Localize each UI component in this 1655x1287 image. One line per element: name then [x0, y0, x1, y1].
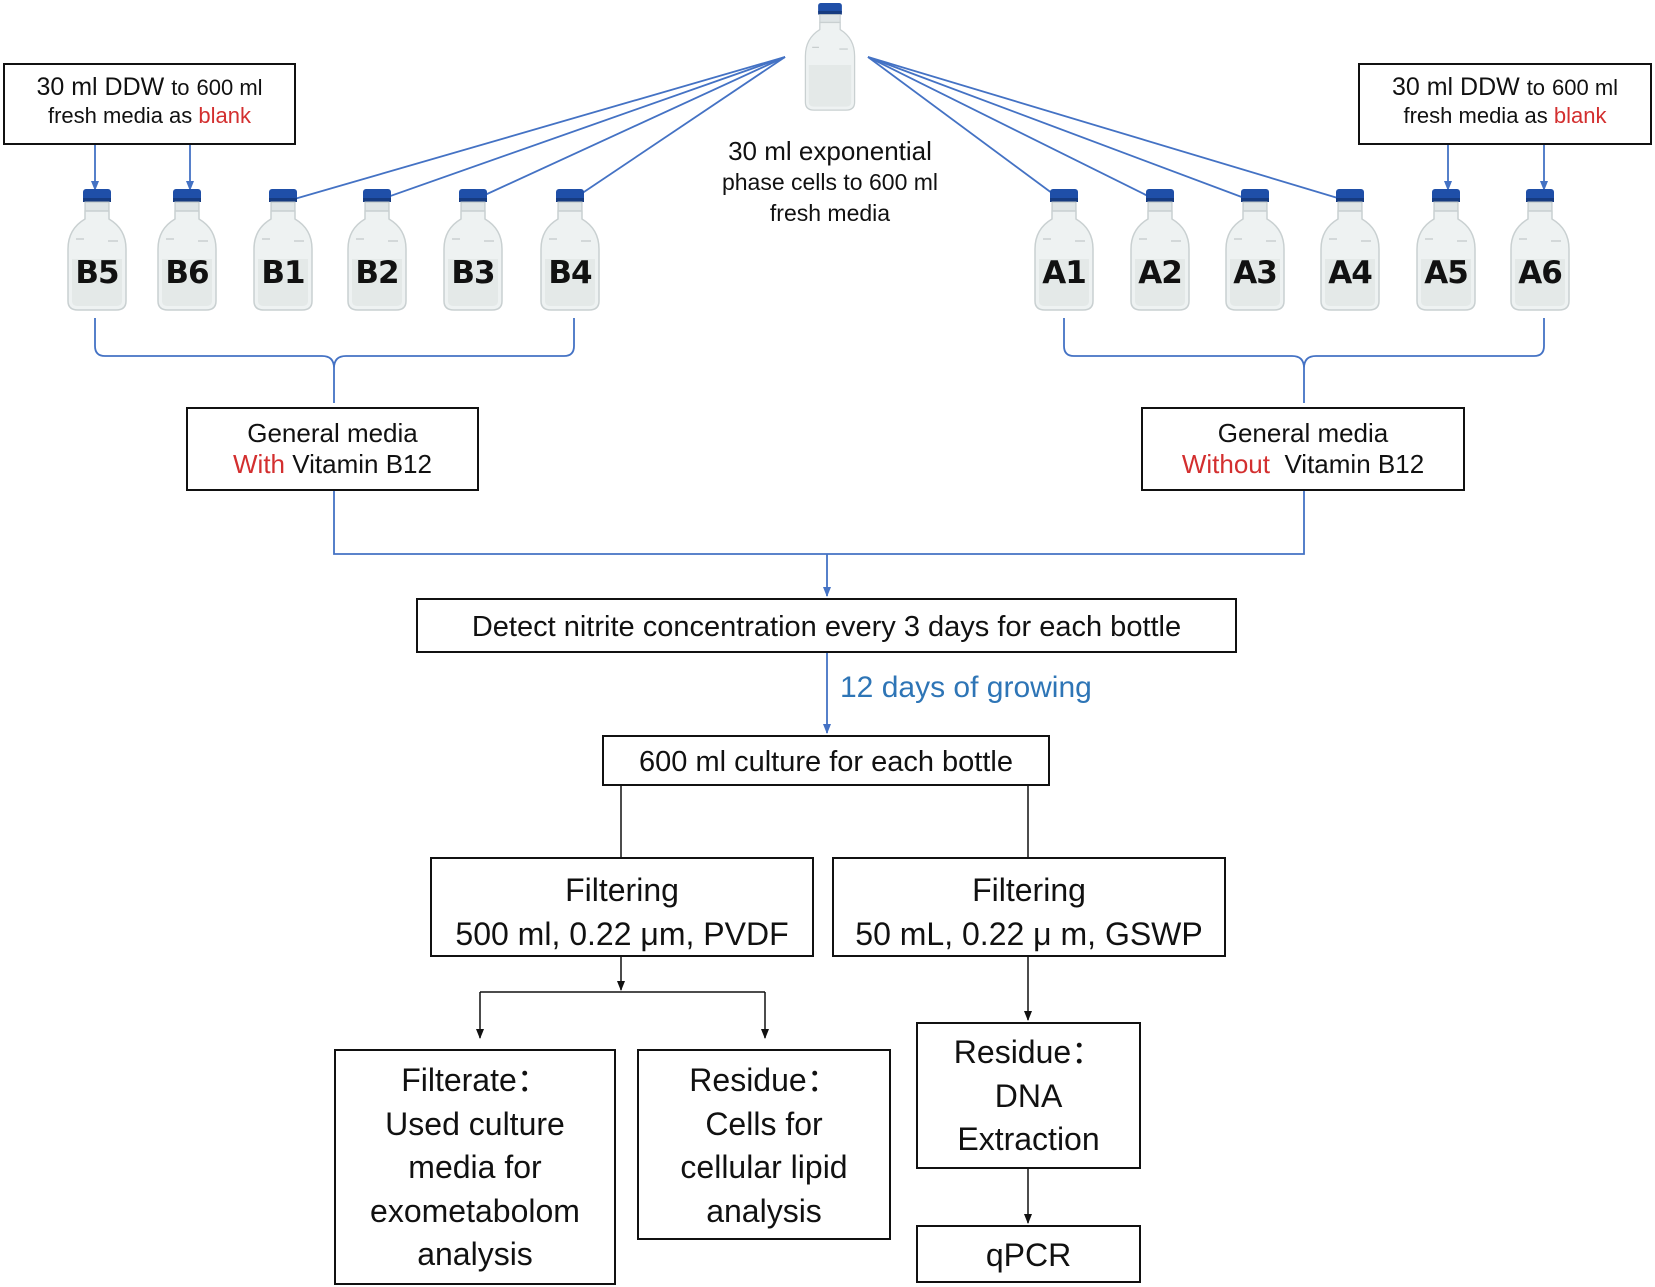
bottle-b3-label: B3: [451, 255, 495, 291]
media-without-box: General media Without Vitamin B12: [1141, 407, 1465, 491]
bottle-b2: B2: [344, 189, 410, 311]
media-with-box: General media With Vitamin B12: [186, 407, 479, 491]
bottle-b4-label: B4: [548, 255, 592, 291]
blank-left-volume: 600 ml: [196, 75, 263, 100]
blank-right-ddw: 30 ml DDW: [1391, 73, 1520, 101]
bottle-a6-label: A6: [1518, 255, 1563, 291]
blank-left-ddw: 30 ml DDW: [36, 73, 165, 101]
media-with-rest: Vitamin B12: [292, 448, 432, 479]
bottle-b6-label: B6: [165, 255, 209, 291]
bottle-a5: A5: [1413, 189, 1479, 311]
source-label-line3: fresh media: [769, 200, 891, 226]
growing-label: 12 days of growing: [840, 671, 1092, 704]
blank-right-media: fresh media as: [1403, 102, 1548, 128]
residue-lipid-line3: cellular lipid: [680, 1149, 848, 1186]
source-arrow-b1: [283, 56, 786, 204]
source-bottle: [802, 3, 858, 111]
detect-text: Detect nitrite concentration every 3 day…: [471, 611, 1182, 643]
blank-box-left: 30 ml DDW to 600 ml fresh media as blank: [3, 63, 296, 145]
culture-box: 600 ml culture for each bottle: [602, 735, 1050, 786]
blank-left-blank: blank: [198, 102, 251, 128]
residue-lipid-line4: analysis: [706, 1192, 822, 1229]
source-arrow-b2: [378, 56, 786, 201]
bottle-a3-label: A3: [1233, 255, 1278, 291]
bottle-a6: A6: [1507, 189, 1573, 311]
bottle-a1: A1: [1031, 189, 1097, 311]
qpcr-box: qPCR: [916, 1225, 1141, 1283]
bottle-a2: A2: [1127, 189, 1193, 311]
bottle-a4: A4: [1317, 189, 1383, 311]
source-arrow-a1: [867, 56, 1065, 203]
filter-pvdf-box: Filtering 500 ml, 0.22 μm, PVDF: [430, 857, 814, 957]
merge-connector: [333, 491, 1305, 555]
qpcr-text: qPCR: [985, 1237, 1072, 1273]
bottle-b4: B4: [537, 189, 603, 311]
brace-a-group: [1063, 318, 1545, 403]
filtrate-line4: exometabolom: [370, 1192, 580, 1229]
residue-dna-box: Residue： DNA Extraction: [916, 1022, 1141, 1169]
culture-text: 600 ml culture for each bottle: [639, 746, 1013, 778]
media-without-line1: General media: [1217, 418, 1389, 448]
source-label-line1: 30 ml exponential: [728, 136, 932, 166]
bottle-a2-label: A2: [1138, 255, 1183, 291]
filtrate-box: Filterate： Used culture media for exomet…: [334, 1049, 616, 1285]
filtrate-line5: analysis: [417, 1236, 533, 1273]
blank-left-media: fresh media as: [47, 102, 193, 128]
filter-pvdf-line2: 500 ml, 0.22 μm, PVDF: [455, 916, 789, 953]
source-arrow-b4: [571, 56, 786, 201]
bottle-a4-label: A4: [1328, 255, 1373, 291]
residue-lipid-line2: Cells for: [705, 1105, 823, 1142]
source-label-line2: phase cells to 600 ml: [721, 169, 939, 195]
residue-dna-line2: DNA: [994, 1077, 1063, 1114]
source-label: 30 ml exponential phase cells to 600 ml …: [690, 136, 970, 229]
filter-pvdf-line1: Filtering: [565, 872, 679, 908]
bottle-b2-label: B2: [355, 255, 399, 291]
detect-box: Detect nitrite concentration every 3 day…: [416, 598, 1237, 653]
source-arrow-a4: [867, 56, 1352, 204]
filtrate-line1: Filterate：: [401, 1062, 549, 1098]
residue-dna-line3: Extraction: [957, 1121, 1100, 1158]
filter-gswp-line1: Filtering: [972, 872, 1086, 908]
bottle-b5-label: B5: [75, 255, 119, 291]
bottle-a1-label: A1: [1042, 255, 1087, 291]
media-without-rest: Vitamin B12: [1284, 448, 1425, 479]
residue-lipid-line1: Residue：: [689, 1062, 839, 1098]
blank-right-blank: blank: [1553, 102, 1607, 128]
source-arrow-a2: [867, 56, 1161, 203]
bottle-b1: B1: [250, 189, 316, 311]
source-arrow-b3: [473, 56, 786, 201]
blank-left-to: to: [171, 75, 190, 100]
media-with-line1: General media: [247, 418, 418, 448]
filtrate-line2: Used culture: [385, 1105, 565, 1142]
filter-gswp-box: Filtering 50 mL, 0.22 μ m, GSWP: [832, 857, 1226, 957]
bottle-b1-label: B1: [261, 255, 305, 291]
bottle-a5-label: A5: [1424, 255, 1469, 291]
bottle-a3: A3: [1222, 189, 1288, 311]
bottle-b3: B3: [440, 189, 506, 311]
brace-b-group: [94, 318, 575, 403]
residue-dna-line1: Residue：: [953, 1034, 1104, 1070]
bottle-b5: B5: [64, 189, 130, 311]
filter-gswp-line2: 50 mL, 0.22 μ m, GSWP: [855, 916, 1203, 953]
bottle-b6: B6: [154, 189, 220, 311]
residue-lipid-box: Residue： Cells for cellular lipid analys…: [637, 1049, 891, 1240]
media-with-red: With: [233, 448, 286, 479]
filtrate-line3: media for: [408, 1149, 542, 1186]
media-without-red: Without: [1181, 448, 1270, 479]
blank-box-right: 30 ml DDW to 600 ml fresh media as blank: [1358, 63, 1652, 145]
source-arrow-a3: [867, 56, 1256, 203]
blank-right-volume: 600 ml: [1552, 75, 1619, 100]
blank-right-to: to: [1526, 75, 1546, 100]
